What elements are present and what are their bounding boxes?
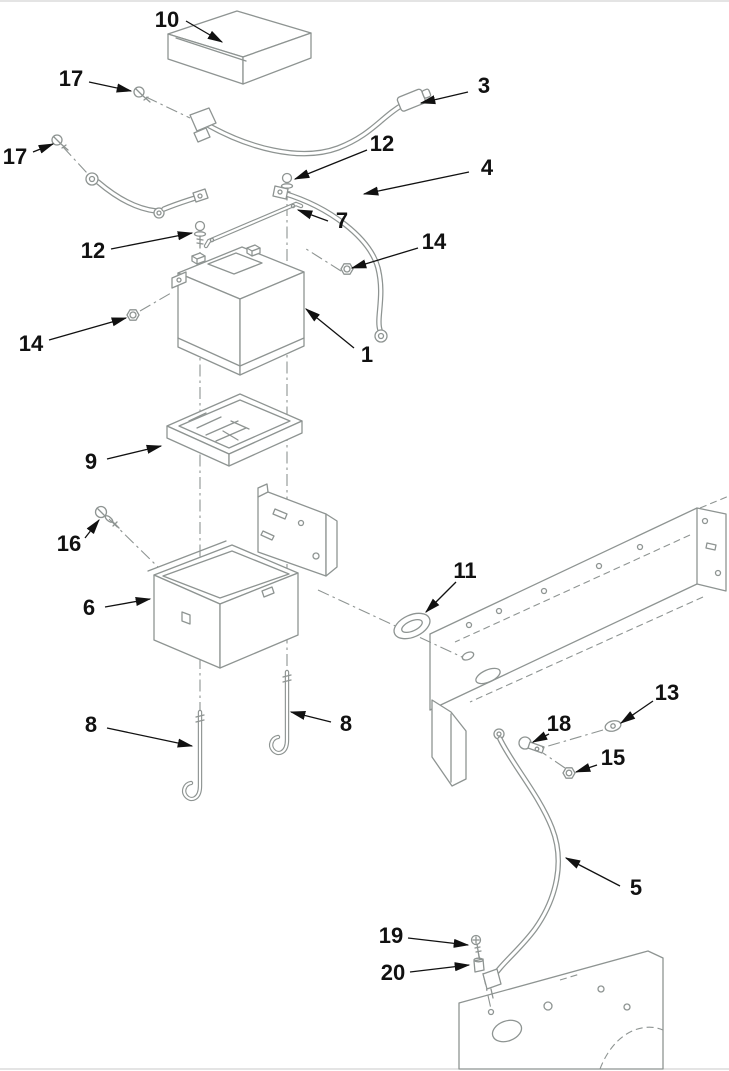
screw-part-17-left bbox=[51, 134, 69, 151]
clip-part-13 bbox=[604, 720, 622, 732]
callout-leader-11 bbox=[425, 581, 457, 613]
callout-leader-18 bbox=[531, 731, 550, 743]
hold-down-rod-part-7 bbox=[203, 201, 304, 249]
callout-label-12-left: 12 bbox=[81, 238, 105, 263]
callout-label-13: 13 bbox=[655, 680, 679, 705]
battery-box-part-6 bbox=[147, 483, 338, 669]
callout-label-17-top: 17 bbox=[59, 66, 83, 91]
callout-label-8-left: 8 bbox=[85, 712, 97, 737]
clamp-center-lines bbox=[537, 729, 604, 769]
callout-label-18: 18 bbox=[547, 711, 571, 736]
callout-label-17-left: 17 bbox=[3, 144, 27, 169]
battery-tray-part-9 bbox=[166, 393, 303, 467]
nut-part-15 bbox=[562, 767, 576, 779]
callout-leader-8-left bbox=[106, 727, 194, 748]
frame-rail bbox=[429, 495, 729, 787]
callout-leader-17-left bbox=[32, 143, 55, 154]
callout-label-11: 11 bbox=[453, 558, 476, 583]
cable-clamp-part-18 bbox=[518, 736, 545, 754]
spacer-part-20 bbox=[473, 957, 485, 973]
callout-leader-13 bbox=[619, 700, 654, 724]
callout-label-16: 16 bbox=[57, 531, 81, 556]
callout-label-3: 3 bbox=[478, 73, 490, 98]
nut-part-14-left bbox=[126, 309, 140, 321]
callout-leader-4 bbox=[362, 171, 470, 196]
callout-label-7: 7 bbox=[336, 208, 348, 233]
callout-leader-12-right bbox=[293, 149, 368, 180]
callout-label-15: 15 bbox=[601, 745, 625, 770]
j-bolt-part-8-left bbox=[182, 709, 205, 802]
callout-label-1: 1 bbox=[361, 342, 373, 367]
callout-leader-5 bbox=[564, 857, 621, 887]
nut-part-14-right bbox=[340, 263, 354, 275]
grommet-center-line bbox=[317, 589, 463, 658]
floor-panel bbox=[458, 950, 664, 1070]
callout-leader-10 bbox=[185, 20, 224, 43]
battery-cable-part-4 bbox=[272, 185, 388, 343]
grommet-part-11 bbox=[393, 612, 431, 640]
callout-leader-9 bbox=[106, 444, 163, 460]
callout-label-5: 5 bbox=[630, 875, 642, 900]
callout-label-14-right: 14 bbox=[422, 229, 447, 254]
callout-leader-19 bbox=[407, 937, 470, 948]
positive-battery-cable-part-3 bbox=[189, 88, 432, 157]
callout-label-4: 4 bbox=[481, 155, 494, 180]
callout-label-19: 19 bbox=[379, 923, 403, 948]
battery-part-1 bbox=[171, 244, 305, 376]
callout-leader-6 bbox=[104, 597, 152, 608]
callout-leader-3 bbox=[419, 91, 469, 105]
callout-label-10: 10 bbox=[155, 7, 179, 32]
bolt-part-12-left bbox=[193, 220, 207, 249]
callout-label-20: 20 bbox=[381, 960, 405, 985]
callout-label-9: 9 bbox=[85, 449, 97, 474]
callout-label-6: 6 bbox=[83, 595, 95, 620]
callout-leader-1 bbox=[304, 308, 355, 349]
callout-leader-7 bbox=[296, 209, 329, 222]
callout-label-12-right: 12 bbox=[370, 131, 394, 156]
callout-leader-12-left bbox=[110, 231, 194, 250]
screw-part-19 bbox=[470, 934, 482, 958]
callout-leader-16 bbox=[84, 518, 100, 539]
callout-label-14-left: 14 bbox=[19, 331, 44, 356]
callout-label-8-right: 8 bbox=[340, 711, 352, 736]
callout-leader-14-right bbox=[350, 247, 419, 269]
callout-leader-8-right bbox=[289, 711, 332, 723]
negative-battery-cable bbox=[85, 172, 209, 219]
callout-leader-20 bbox=[409, 962, 471, 973]
callout-leader-17-top bbox=[88, 81, 133, 93]
battery-cable-part-5 bbox=[482, 728, 561, 999]
callout-leader-15 bbox=[574, 763, 598, 773]
j-bolt-part-8-right bbox=[269, 669, 292, 756]
screw-part-17-top bbox=[133, 86, 151, 103]
battery-cover-part-10 bbox=[167, 10, 312, 85]
screw-part-16 bbox=[94, 505, 120, 529]
callout-leader-14-left bbox=[48, 317, 128, 341]
